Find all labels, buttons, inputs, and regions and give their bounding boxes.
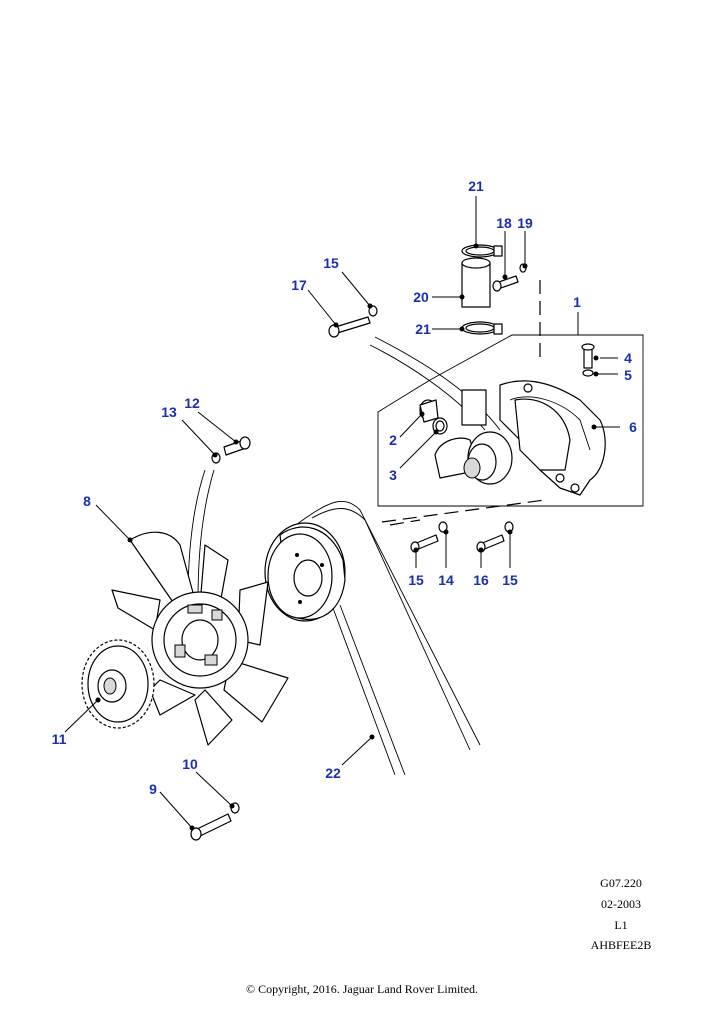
diagram-level: L1 [614, 918, 628, 932]
leader-dots [95, 243, 599, 831]
diagram-reference: AHBFEE2B [590, 938, 652, 952]
diagram-date: 02-2003 [601, 897, 641, 911]
callout-21-top: 21 [468, 178, 484, 194]
hose-and-clamps [461, 244, 503, 335]
callout-22: 22 [325, 765, 341, 781]
crank-pulley [264, 522, 346, 622]
callout-14: 14 [438, 572, 454, 588]
callout-18: 18 [496, 215, 512, 231]
diagram-code: G07.220 [600, 876, 642, 890]
callout-15-right: 15 [502, 572, 518, 588]
callout-12: 12 [184, 395, 200, 411]
callout-13: 13 [161, 404, 177, 420]
callout-5: 5 [624, 367, 632, 383]
callout-8: 8 [83, 493, 91, 509]
callout-17: 17 [291, 277, 307, 293]
viscous-coupling [81, 639, 155, 729]
callout-16: 16 [473, 572, 489, 588]
callout-1: 1 [573, 294, 581, 310]
fasteners [190, 263, 595, 841]
viscous-fan [111, 531, 289, 746]
leader-lines [64, 196, 620, 829]
callout-21-bottom: 21 [415, 321, 431, 337]
callout-6: 6 [629, 419, 637, 435]
drive-belt [289, 501, 481, 776]
callout-11: 11 [52, 731, 67, 747]
callout-9: 9 [149, 781, 157, 797]
group-frame [377, 334, 644, 507]
callout-10: 10 [182, 756, 198, 772]
callout-20: 20 [413, 289, 429, 305]
water-pump [434, 380, 606, 496]
thermostat-parts [419, 399, 448, 435]
callout-labels: 21 18 19 20 21 1 15 17 4 5 6 2 3 12 13 8… [52, 178, 638, 797]
callout-15-top: 15 [323, 255, 339, 271]
callout-15-left: 15 [408, 572, 424, 588]
callout-2: 2 [389, 432, 397, 448]
copyright-footer: © Copyright, 2016. Jaguar Land Rover Lim… [245, 982, 479, 996]
callout-4: 4 [624, 350, 632, 366]
callout-3: 3 [389, 467, 397, 483]
callout-19: 19 [517, 215, 533, 231]
center-lines [381, 280, 546, 526]
